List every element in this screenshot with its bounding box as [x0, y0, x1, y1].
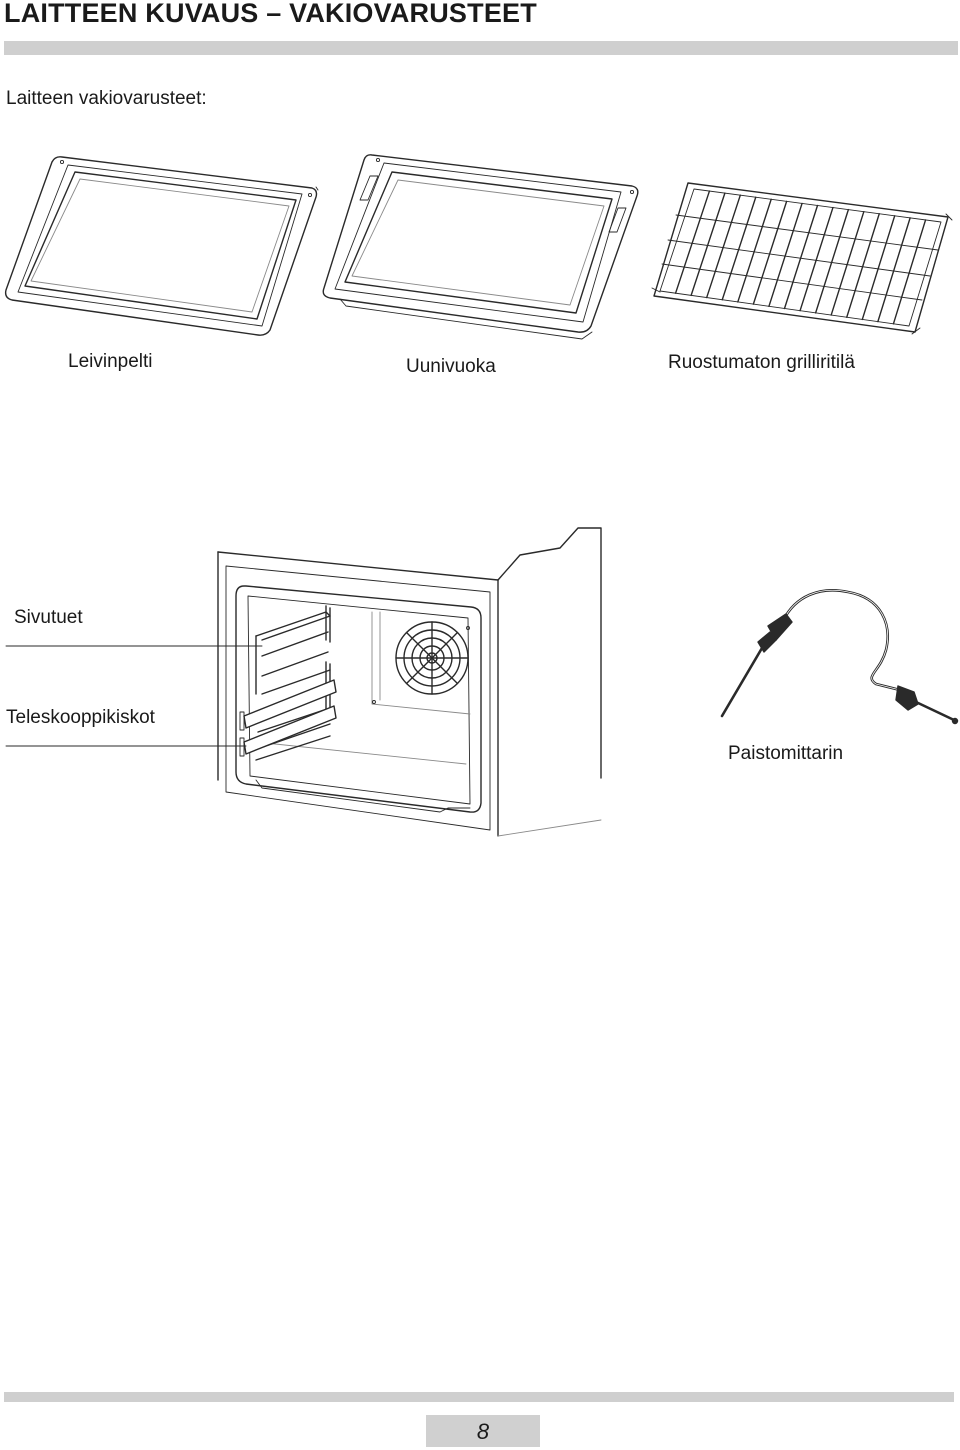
- roasting-pan-illustration: [322, 154, 639, 340]
- section-subtitle: Laitteen vakiovarusteet:: [6, 88, 207, 109]
- oven-cavity-illustration: [217, 527, 602, 837]
- label-roasting-pan: Uunivuoka: [406, 356, 496, 377]
- page-title: LAITTEEN KUVAUS – VAKIOVARUSTEET: [4, 0, 537, 28]
- label-baking-tray: Leivinpelti: [68, 351, 153, 372]
- label-meat-probe: Paistomittarin: [728, 743, 844, 764]
- footer-divider-bar: [4, 1392, 954, 1402]
- page-number: 8: [426, 1415, 540, 1447]
- label-side-rails: Sivutuet: [14, 607, 83, 628]
- meat-probe-illustration: [720, 589, 959, 725]
- title-divider-bar: [4, 41, 958, 55]
- label-telescopic-rails: Teleskooppikiskot: [6, 707, 155, 728]
- baking-tray-illustration: [4, 156, 319, 336]
- grill-rack-illustration: [651, 182, 953, 335]
- callout-lines: [5, 645, 263, 747]
- label-grill-rack: Ruostumaton grilliritilä: [668, 352, 855, 373]
